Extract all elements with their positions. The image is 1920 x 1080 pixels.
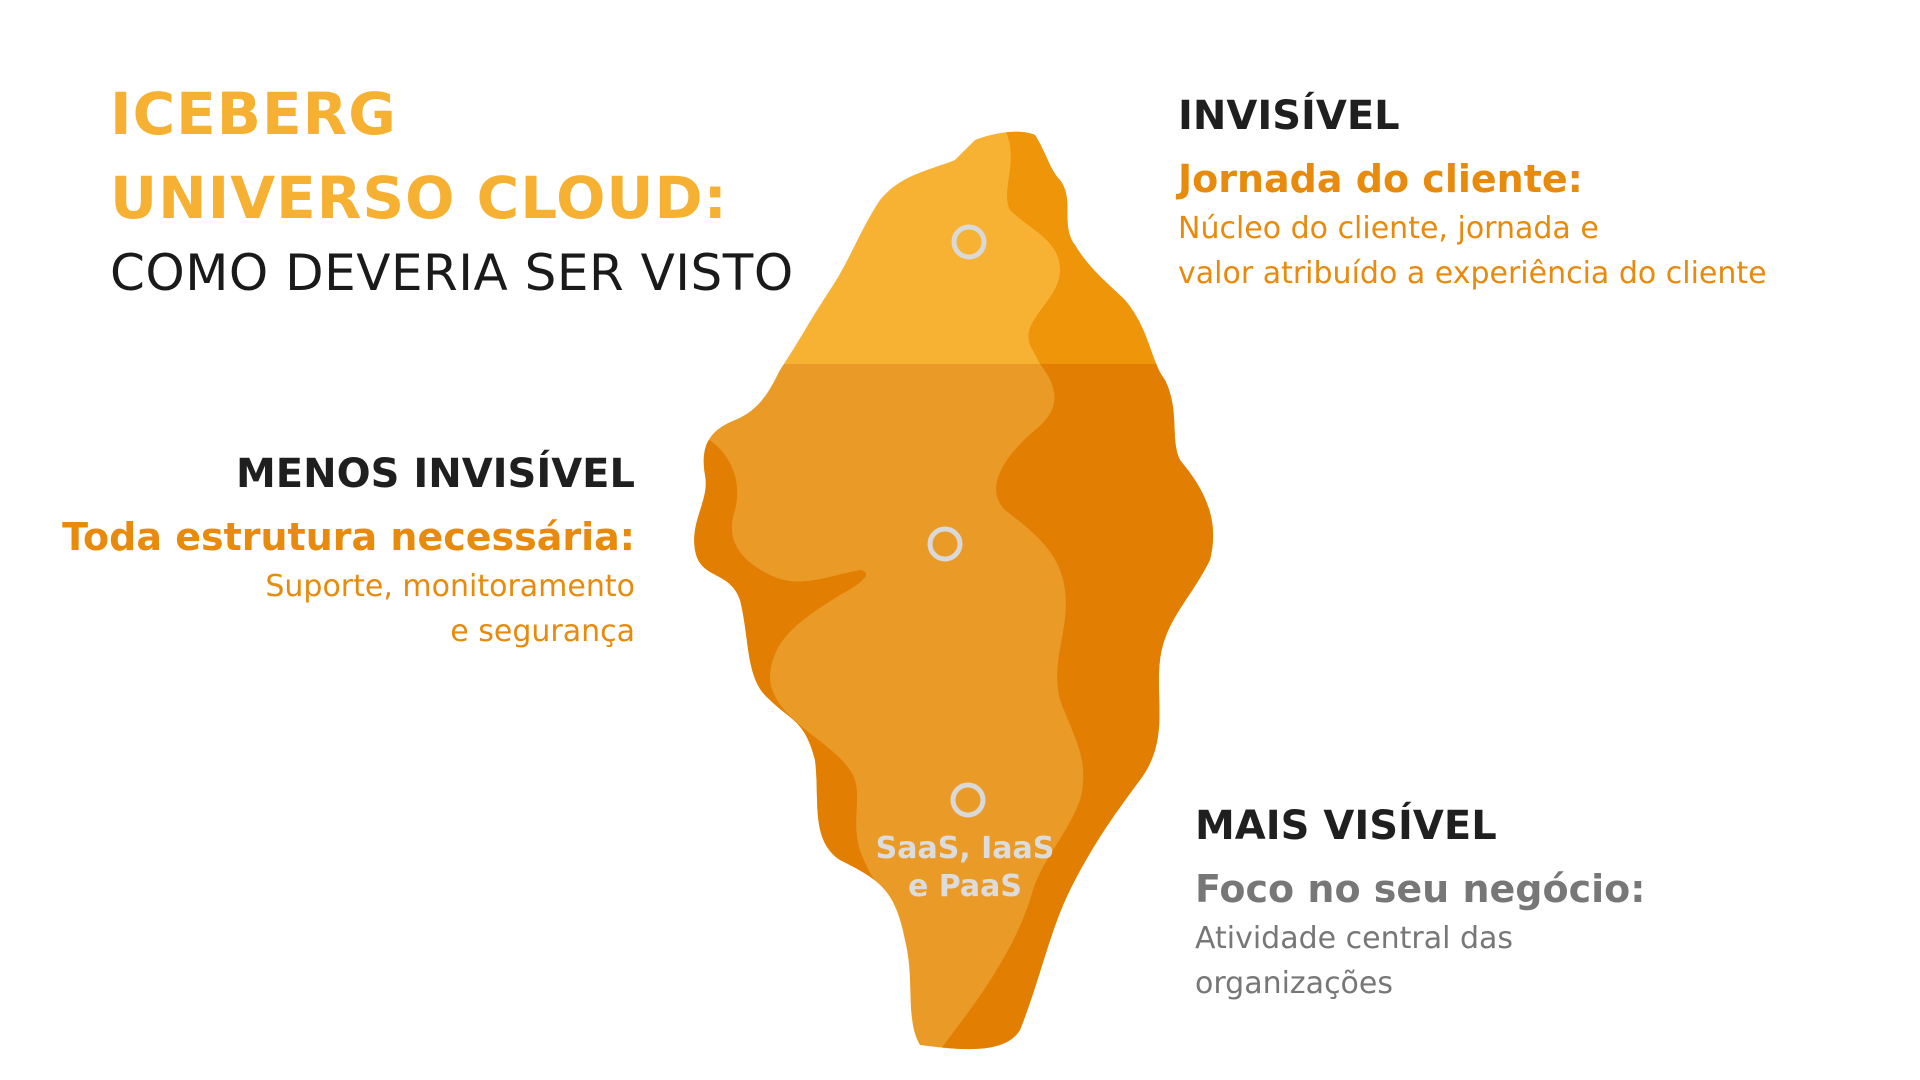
invisivel-desc-line1: Núcleo do cliente, jornada e [1178,211,1599,246]
menos-invisivel-desc-line1: Suporte, monitoramento [265,569,635,604]
mais-visivel-heading: MAIS VISÍVEL [1195,803,1497,849]
invisivel-block: INVISÍVEL Jornada do cliente: Núcleo do … [1178,90,1767,296]
marker-mais-visivel [950,782,986,818]
marker-invisivel [951,224,987,260]
iceberg-tip [694,131,1214,364]
menos-invisivel-block: MENOS INVISÍVEL Toda estrutura necessári… [62,448,635,654]
mais-visivel-block: MAIS VISÍVEL Foco no seu negócio: Ativid… [1195,800,1645,1006]
iceberg-bottom-label: SaaS, IaaS e PaaS [850,830,1080,906]
iceberg-bottom-label-line2: e PaaS [907,869,1023,904]
menos-invisivel-desc-line2: e segurança [450,614,635,649]
marker-menos-invisivel [927,526,963,562]
iceberg-bottom-label-line1: SaaS, IaaS [875,831,1055,866]
title-line-universo-cloud: UNIVERSO CLOUD: [110,164,728,232]
menos-invisivel-heading: MENOS INVISÍVEL [235,451,635,497]
mais-visivel-desc-line1: Atividade central das [1195,921,1514,956]
menos-invisivel-subheading: Toda estrutura necessária: [62,515,635,559]
title-block: ICEBERG UNIVERSO CLOUD: COMO DEVERIA SER… [110,72,794,306]
mais-visivel-desc-line2: organizações [1195,966,1394,1001]
mais-visivel-subheading: Foco no seu negócio: [1195,867,1646,911]
invisivel-subheading: Jornada do cliente: [1178,157,1583,201]
title-line-como-deveria: COMO DEVERIA SER VISTO [110,244,794,302]
invisivel-desc-line2: valor atribuído a experiência do cliente [1178,256,1767,291]
invisivel-heading: INVISÍVEL [1178,93,1400,139]
title-line-iceberg: ICEBERG [110,80,397,148]
